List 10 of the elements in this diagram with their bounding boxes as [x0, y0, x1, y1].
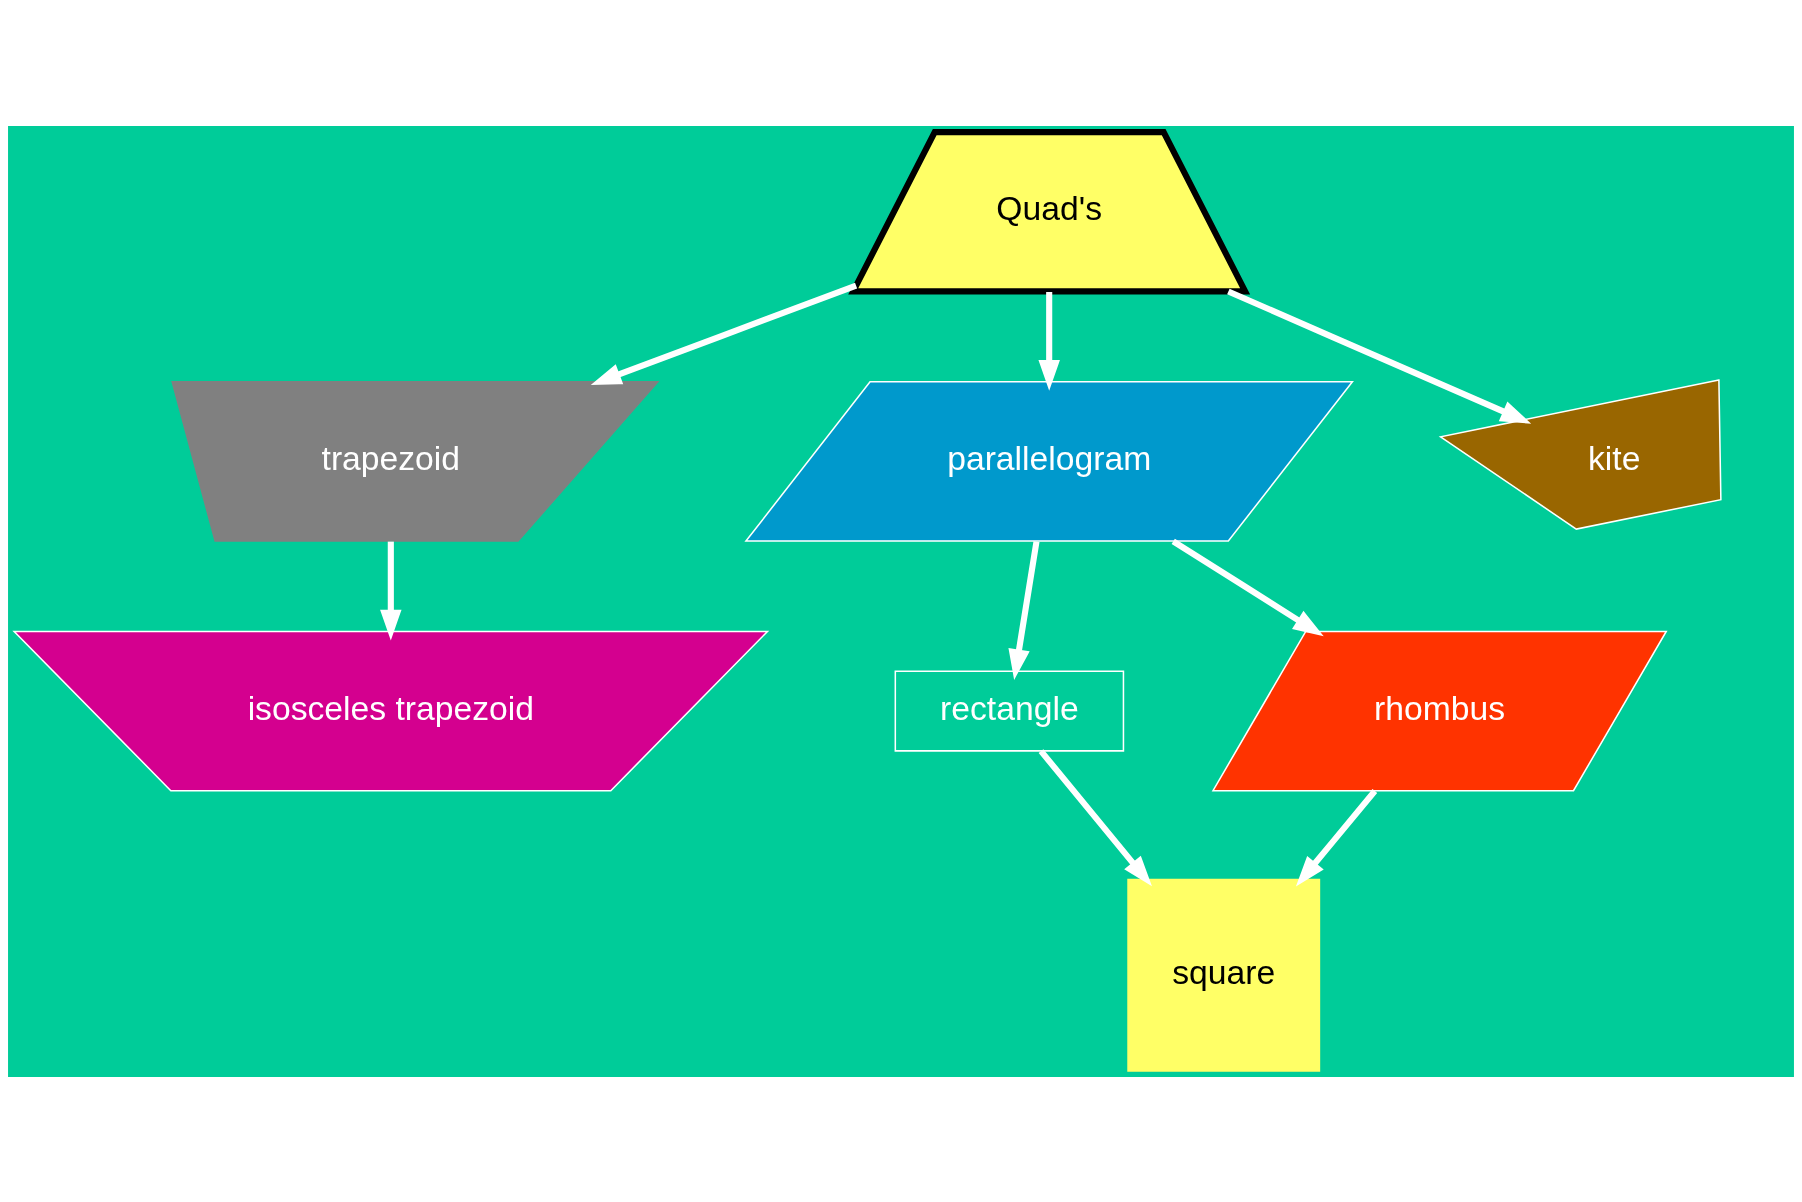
- arrow: [1295, 788, 1378, 886]
- arrow: [1038, 291, 1060, 391]
- arrow: [1171, 538, 1324, 636]
- arrow: [380, 541, 402, 640]
- arrow: [1038, 748, 1152, 886]
- node-box: square: [1127, 878, 1321, 1072]
- node-box: rectangle: [894, 670, 1125, 752]
- arrow: [1008, 540, 1040, 680]
- arrow: [1227, 288, 1532, 424]
- arrow: [590, 282, 858, 385]
